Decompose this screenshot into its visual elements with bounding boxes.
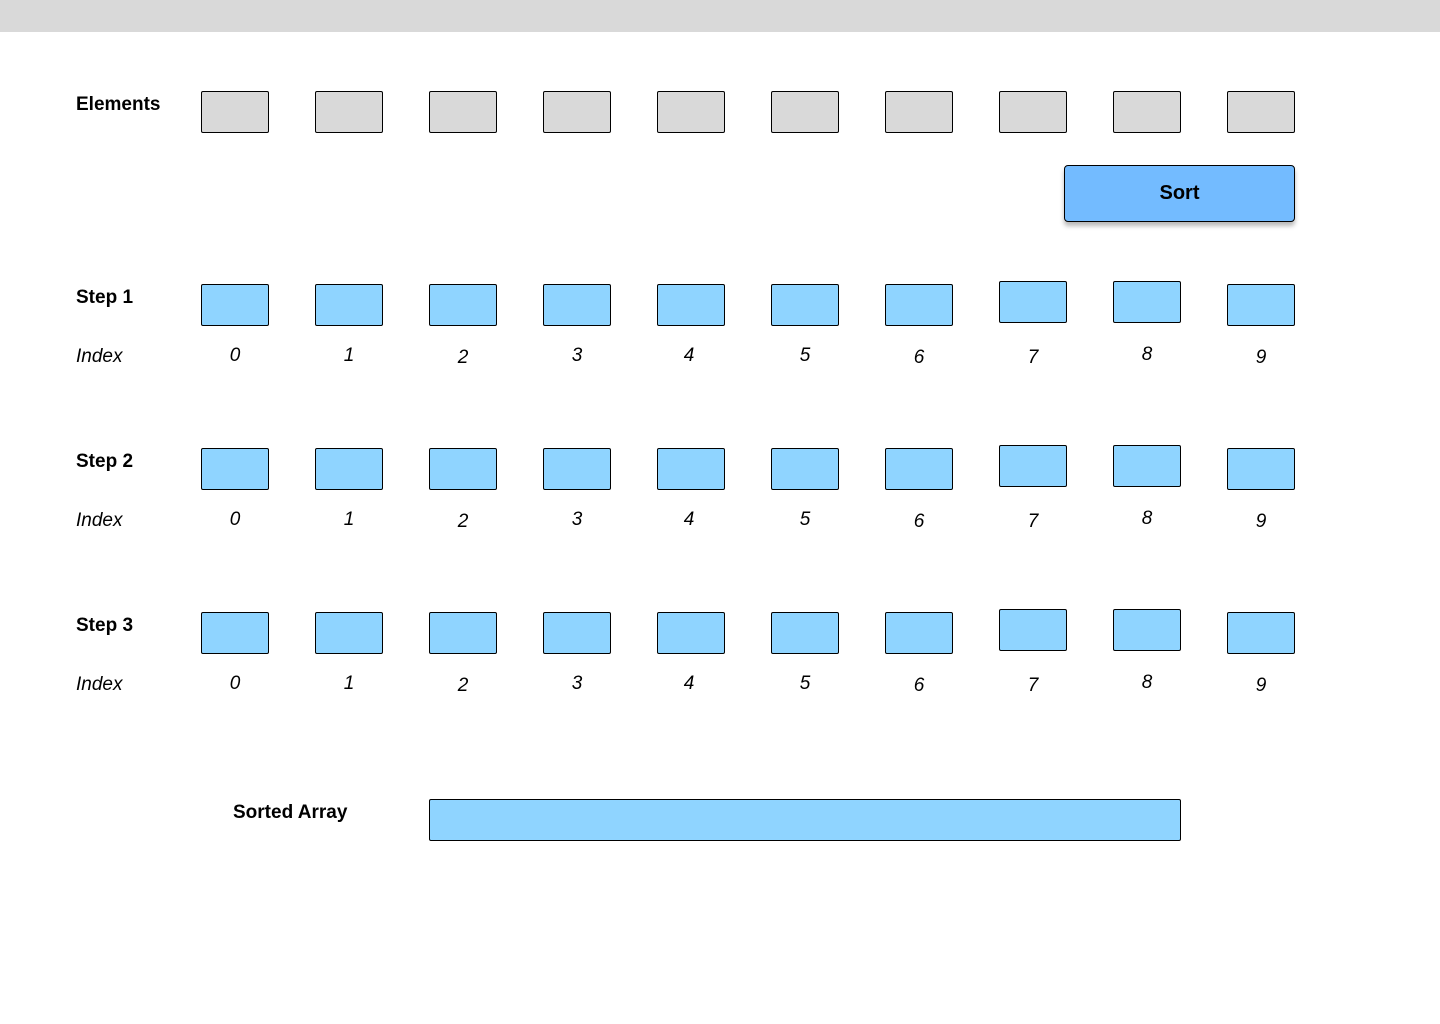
step-cell (1227, 448, 1295, 490)
index-value: 9 (1255, 675, 1267, 696)
step-cell (657, 612, 725, 654)
step-cell (315, 612, 383, 654)
step-cell (771, 284, 839, 326)
index-value: 5 (799, 345, 811, 366)
top-bar (0, 0, 1440, 32)
index-value: 4 (683, 509, 695, 530)
index-value: 7 (1027, 675, 1039, 696)
step-cell (315, 284, 383, 326)
step-cell (1227, 612, 1295, 654)
element-input-9[interactable] (1227, 91, 1295, 133)
step-cell (885, 448, 953, 490)
step-cell (315, 448, 383, 490)
step-label: Step 3 (76, 615, 134, 636)
step-cell (543, 612, 611, 654)
step-cell (999, 445, 1067, 487)
index-value: 3 (571, 509, 583, 530)
step-cell (657, 448, 725, 490)
index-label: Index (76, 510, 123, 531)
step-cell (201, 612, 269, 654)
index-value: 4 (683, 673, 695, 694)
step-cell (1227, 284, 1295, 326)
element-input-6[interactable] (885, 91, 953, 133)
index-value: 5 (799, 509, 811, 530)
index-value: 7 (1027, 511, 1039, 532)
sorted-array-label: Sorted Array (233, 802, 348, 823)
element-input-7[interactable] (999, 91, 1067, 133)
step-cell (771, 612, 839, 654)
index-value: 1 (343, 673, 355, 694)
index-value: 0 (229, 509, 241, 530)
index-value: 9 (1255, 511, 1267, 532)
index-value: 6 (913, 675, 925, 696)
element-input-3[interactable] (543, 91, 611, 133)
index-value: 8 (1141, 508, 1153, 529)
step-cell (657, 284, 725, 326)
index-value: 1 (343, 345, 355, 366)
element-input-1[interactable] (315, 91, 383, 133)
index-label: Index (76, 674, 123, 695)
step-cell (885, 612, 953, 654)
step-cell (543, 448, 611, 490)
sort-button[interactable]: Sort (1064, 165, 1295, 222)
step-cell (885, 284, 953, 326)
sorted-array-output (429, 799, 1181, 841)
step-cell (429, 448, 497, 490)
step-cell (1113, 609, 1181, 651)
element-input-8[interactable] (1113, 91, 1181, 133)
index-value: 3 (571, 345, 583, 366)
step-cell (1113, 445, 1181, 487)
index-value: 2 (457, 347, 469, 368)
index-value: 0 (229, 673, 241, 694)
step-label: Step 1 (76, 287, 134, 308)
index-label: Index (76, 346, 123, 367)
index-value: 5 (799, 673, 811, 694)
index-value: 6 (913, 511, 925, 532)
step-cell (771, 448, 839, 490)
step-cell (201, 448, 269, 490)
index-value: 2 (457, 511, 469, 532)
step-cell (999, 281, 1067, 323)
index-value: 3 (571, 673, 583, 694)
step-cell (429, 612, 497, 654)
index-value: 2 (457, 675, 469, 696)
index-value: 8 (1141, 344, 1153, 365)
element-input-0[interactable] (201, 91, 269, 133)
elements-label: Elements (76, 94, 161, 115)
index-value: 8 (1141, 672, 1153, 693)
index-value: 9 (1255, 347, 1267, 368)
index-value: 4 (683, 345, 695, 366)
index-value: 0 (229, 345, 241, 366)
element-input-5[interactable] (771, 91, 839, 133)
step-cell (1113, 281, 1181, 323)
element-input-2[interactable] (429, 91, 497, 133)
step-label: Step 2 (76, 451, 134, 472)
index-value: 1 (343, 509, 355, 530)
step-cell (999, 609, 1067, 651)
step-cell (429, 284, 497, 326)
step-cell (201, 284, 269, 326)
step-cell (543, 284, 611, 326)
element-input-4[interactable] (657, 91, 725, 133)
index-value: 6 (913, 347, 925, 368)
index-value: 7 (1027, 347, 1039, 368)
